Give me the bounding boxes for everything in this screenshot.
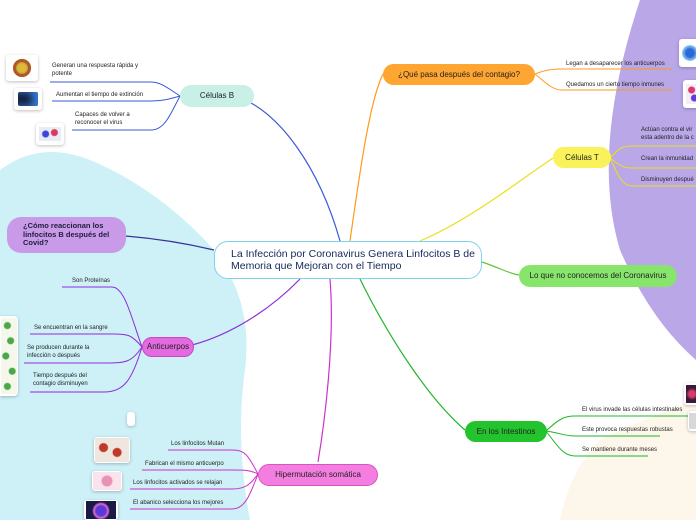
leaf-hipermutacion-1[interactable]: Los linfocitos Mutan — [171, 441, 224, 449]
syringe-icon — [682, 45, 696, 61]
branch-celulas-t-label: Células T — [565, 153, 599, 162]
central-topic-label: La Infección por Coronavirus Genera Linf… — [231, 248, 481, 272]
cell-icon — [18, 92, 38, 106]
leaf-intestinos-3[interactable]: Se mantiene durante meses — [582, 447, 657, 455]
connector-intestinos — [360, 279, 465, 430]
branch-lo-que-no[interactable]: Lo que no conocemos del Coronavirus — [519, 265, 677, 287]
branch-hipermutacion[interactable]: Hipermutación somática — [258, 464, 378, 486]
after-contagion-image-2 — [683, 80, 696, 108]
leaf-intestinos-2[interactable]: Este provoca respuestas robustas — [582, 427, 673, 435]
branch-que-pasa-label: ¿Qué pasa después del contagio? — [398, 70, 520, 79]
connector-hipermutacion — [318, 279, 331, 462]
intestines-image-1 — [684, 383, 696, 405]
leaf-anticuerpos-4[interactable]: Tiempo después del contagio disminuyen — [33, 373, 105, 388]
background-cream-shape — [560, 400, 696, 520]
branch-intestinos-label: En los Intestinos — [477, 427, 536, 436]
leaf-celulas-t-1[interactable]: Actúan contra el vir esta adentro de la … — [641, 127, 696, 142]
branch-anticuerpos-label: Anticuerpos — [147, 342, 189, 351]
intestines-image-2 — [688, 411, 696, 431]
hypermutation-image-2 — [94, 437, 130, 463]
connector-lo-que-no — [482, 262, 519, 275]
leaf-intestinos-1[interactable]: El virus invade las células intestinales — [582, 407, 682, 415]
leaf-anticuerpos-2[interactable]: Se encuentran en la sangre — [34, 325, 108, 333]
intestine-tissue-icon — [689, 413, 696, 429]
branch-hipermutacion-label: Hipermutación somática — [275, 470, 361, 479]
connector-celulas-t — [420, 158, 553, 241]
hypermutation-image-4 — [84, 500, 118, 520]
branch-como-reaccionan-label: ¿Cómo reaccionan los linfocitos B despué… — [23, 222, 126, 248]
leaf-que-pasa-2[interactable]: Quedamos un cierto tiempo inmunes — [566, 82, 664, 90]
tissue-icon — [93, 472, 121, 490]
virus-particles-thumb — [36, 123, 64, 145]
branch-lo-que-no-label: Lo que no conocemos del Coronavirus — [530, 271, 667, 280]
virus-image-thumb — [6, 55, 38, 81]
leaf-que-pasa-1[interactable]: Legan a desaparecer los anticuerpos — [566, 61, 665, 69]
intestine-cells-icon — [686, 385, 696, 403]
branch-como-reaccionan[interactable]: ¿Cómo reaccionan los linfocitos B despué… — [7, 217, 126, 253]
leaf-anticuerpos-1[interactable]: Son Proteínas — [72, 278, 110, 286]
cell-division-icon — [86, 501, 116, 519]
virus-cells-icon — [686, 84, 696, 104]
leaf-celulas-b-1[interactable]: Generan una respuesta rápida y potente — [52, 63, 152, 78]
hypermutation-image-3 — [92, 471, 122, 491]
hypermutation-image-1 — [127, 412, 135, 426]
branch-celulas-b[interactable]: Células B — [180, 85, 254, 107]
connector-que-pasa — [350, 74, 383, 241]
cells-cluster-icon — [1, 318, 17, 394]
particles-icon — [39, 127, 61, 141]
branch-celulas-t[interactable]: Células T — [553, 147, 611, 168]
leaf-celulas-t-2[interactable]: Crean la inmunidad — [641, 156, 693, 164]
antibodies-image-thumb — [0, 316, 18, 396]
cell-image-thumb — [14, 88, 42, 110]
connector-celulas-b — [235, 96, 340, 241]
branch-celulas-b-label: Células B — [200, 91, 234, 100]
leaf-anticuerpos-3[interactable]: Se producen durante la infección o despu… — [27, 345, 103, 360]
branch-que-pasa[interactable]: ¿Qué pasa después del contagio? — [383, 64, 535, 85]
central-topic[interactable]: La Infección por Coronavirus Genera Linf… — [214, 241, 482, 279]
after-contagion-image-1 — [679, 39, 696, 67]
leaf-hipermutacion-3[interactable]: Los linfocitos activados se relajan — [133, 480, 222, 488]
leaf-hipermutacion-2[interactable]: Fabrican el mismo anticuerpo — [145, 461, 224, 469]
leaf-celulas-t-3[interactable]: Disminuyen despué — [641, 177, 694, 185]
blood-cells-icon — [95, 438, 129, 462]
branch-anticuerpos[interactable]: Anticuerpos — [142, 337, 194, 357]
branch-intestinos[interactable]: En los Intestinos — [465, 421, 547, 442]
leaf-celulas-b-3[interactable]: Capaces de volver a reconocer el virus — [75, 112, 145, 127]
virus-icon — [13, 59, 31, 77]
leaf-hipermutacion-4[interactable]: El abanico selecciona los mejores — [133, 500, 223, 508]
leaf-celulas-b-2[interactable]: Aumentan el tiempo de extinción — [56, 92, 143, 100]
